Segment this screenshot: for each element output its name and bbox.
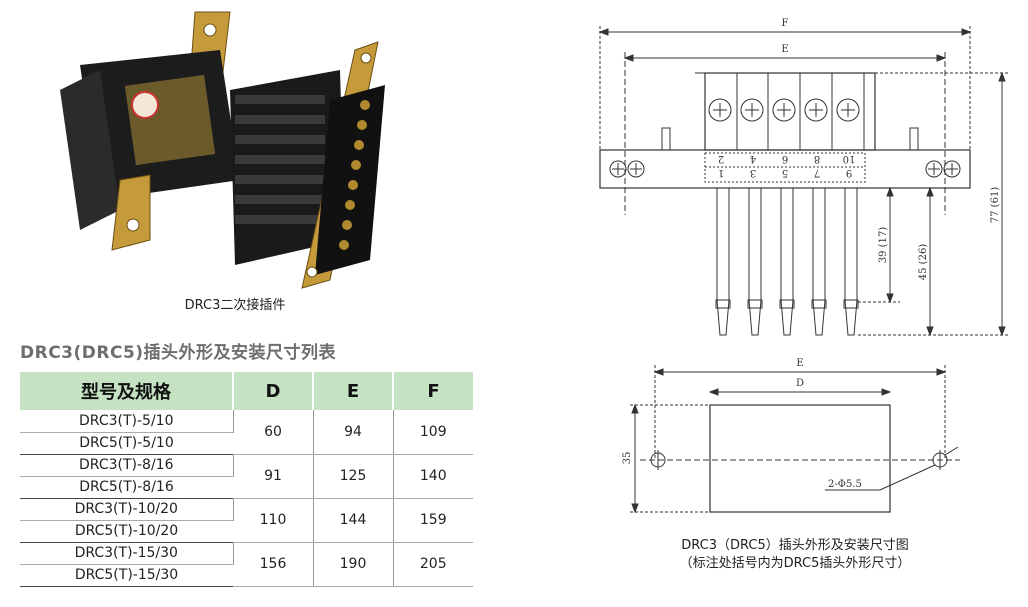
photo-caption: DRC3二次接插件 xyxy=(184,298,286,313)
f-value: 140 xyxy=(393,454,473,499)
svg-text:9: 9 xyxy=(846,167,852,178)
connector-left-illustration xyxy=(60,11,240,251)
hole-label: 2-Φ5.5 xyxy=(828,479,862,490)
d-value: 60 xyxy=(233,410,314,455)
label-39: 39 (17) xyxy=(878,227,889,264)
table-row: DRC3(T)-8/16 91 125 140 xyxy=(20,454,473,499)
header-e: E xyxy=(313,372,394,410)
label-e: E xyxy=(781,44,788,55)
table-row: DRC3(T)-5/10 60 94 109 xyxy=(20,410,473,455)
mounting-plate xyxy=(599,149,971,189)
right-screw-icon xyxy=(925,160,943,178)
technical-drawing: F E 2 4 6 8 10 1 3 5 7 9 39 (17) 45 (26)… xyxy=(598,18,1010,514)
d-value: 156 xyxy=(233,542,314,587)
d-value: 91 xyxy=(233,454,314,499)
svg-text:1: 1 xyxy=(718,167,724,178)
svg-text:8: 8 xyxy=(814,153,820,164)
model-cell: DRC5(T)-15/30 xyxy=(20,564,233,587)
table-row: DRC5(T)-15/30 xyxy=(20,564,473,587)
model-cell: DRC3(T)-10/20 xyxy=(20,498,234,521)
f-value: 109 xyxy=(393,410,473,455)
e-value: 144 xyxy=(313,498,394,543)
spec-table: 型号及规格 D E F DRC3(T)-5/10 60 94 109 DRC5(… xyxy=(20,372,473,587)
bottom-numbers: 1 3 5 7 9 xyxy=(718,167,852,178)
diagram-caption: DRC3（DRC5）插头外形及安装尺寸图 （标注处括号内为DRC5插头外形尺寸） xyxy=(615,537,975,573)
label-77: 77 (61) xyxy=(990,187,1001,224)
table-row: DRC5(T)-5/10 xyxy=(20,432,473,455)
label-f: F xyxy=(782,18,789,29)
top-numbers: 2 4 6 8 10 xyxy=(718,153,856,164)
diagram-caption-line1: DRC3（DRC5）插头外形及安装尺寸图 xyxy=(681,538,909,553)
header-model: 型号及规格 xyxy=(20,372,234,410)
svg-text:3: 3 xyxy=(750,167,756,178)
svg-text:2: 2 xyxy=(718,153,724,164)
diagram-caption-line2: （标注处括号内为DRC5插头外形尺寸） xyxy=(679,556,911,571)
d-value: 110 xyxy=(233,498,314,543)
terminal-screws xyxy=(708,98,860,122)
plan-label-e: E xyxy=(796,358,803,369)
e-value: 125 xyxy=(313,454,394,499)
model-cell: DRC3(T)-15/30 xyxy=(20,542,234,565)
table-row: DRC3(T)-10/20 110 144 159 xyxy=(20,498,473,543)
table-row: DRC5(T)-8/16 xyxy=(20,476,473,499)
model-cell: DRC5(T)-5/10 xyxy=(20,432,233,455)
section-title: DRC3(DRC5)插头外形及安装尺寸列表 xyxy=(20,343,337,363)
e-value: 94 xyxy=(313,410,394,455)
connector-right-illustration xyxy=(230,41,385,289)
pins xyxy=(715,188,859,336)
svg-text:10: 10 xyxy=(843,153,856,164)
svg-text:4: 4 xyxy=(750,153,756,164)
header-f: F xyxy=(393,372,473,410)
plan-label-d: D xyxy=(796,378,804,389)
f-value: 159 xyxy=(393,498,473,543)
table-row: DRC5(T)-10/20 xyxy=(20,520,473,543)
header-d: D xyxy=(233,372,314,410)
svg-text:7: 7 xyxy=(814,167,820,178)
left-screw-icon xyxy=(609,160,627,178)
product-photo xyxy=(60,11,385,289)
table-row: DRC3(T)-15/30 156 190 205 xyxy=(20,542,473,587)
plan-label-35: 35 xyxy=(622,452,633,465)
model-cell: DRC3(T)-5/10 xyxy=(20,410,234,433)
e-value: 190 xyxy=(313,542,394,587)
plan-outline xyxy=(709,404,891,513)
label-45: 45 (26) xyxy=(918,244,929,281)
svg-text:6: 6 xyxy=(782,153,788,164)
svg-text:5: 5 xyxy=(782,167,788,178)
table-header-row: 型号及规格 D E F xyxy=(20,372,473,410)
model-cell: DRC3(T)-8/16 xyxy=(20,454,234,477)
f-value: 205 xyxy=(393,542,473,587)
model-cell: DRC5(T)-10/20 xyxy=(20,520,233,543)
model-cell: DRC5(T)-8/16 xyxy=(20,476,233,499)
